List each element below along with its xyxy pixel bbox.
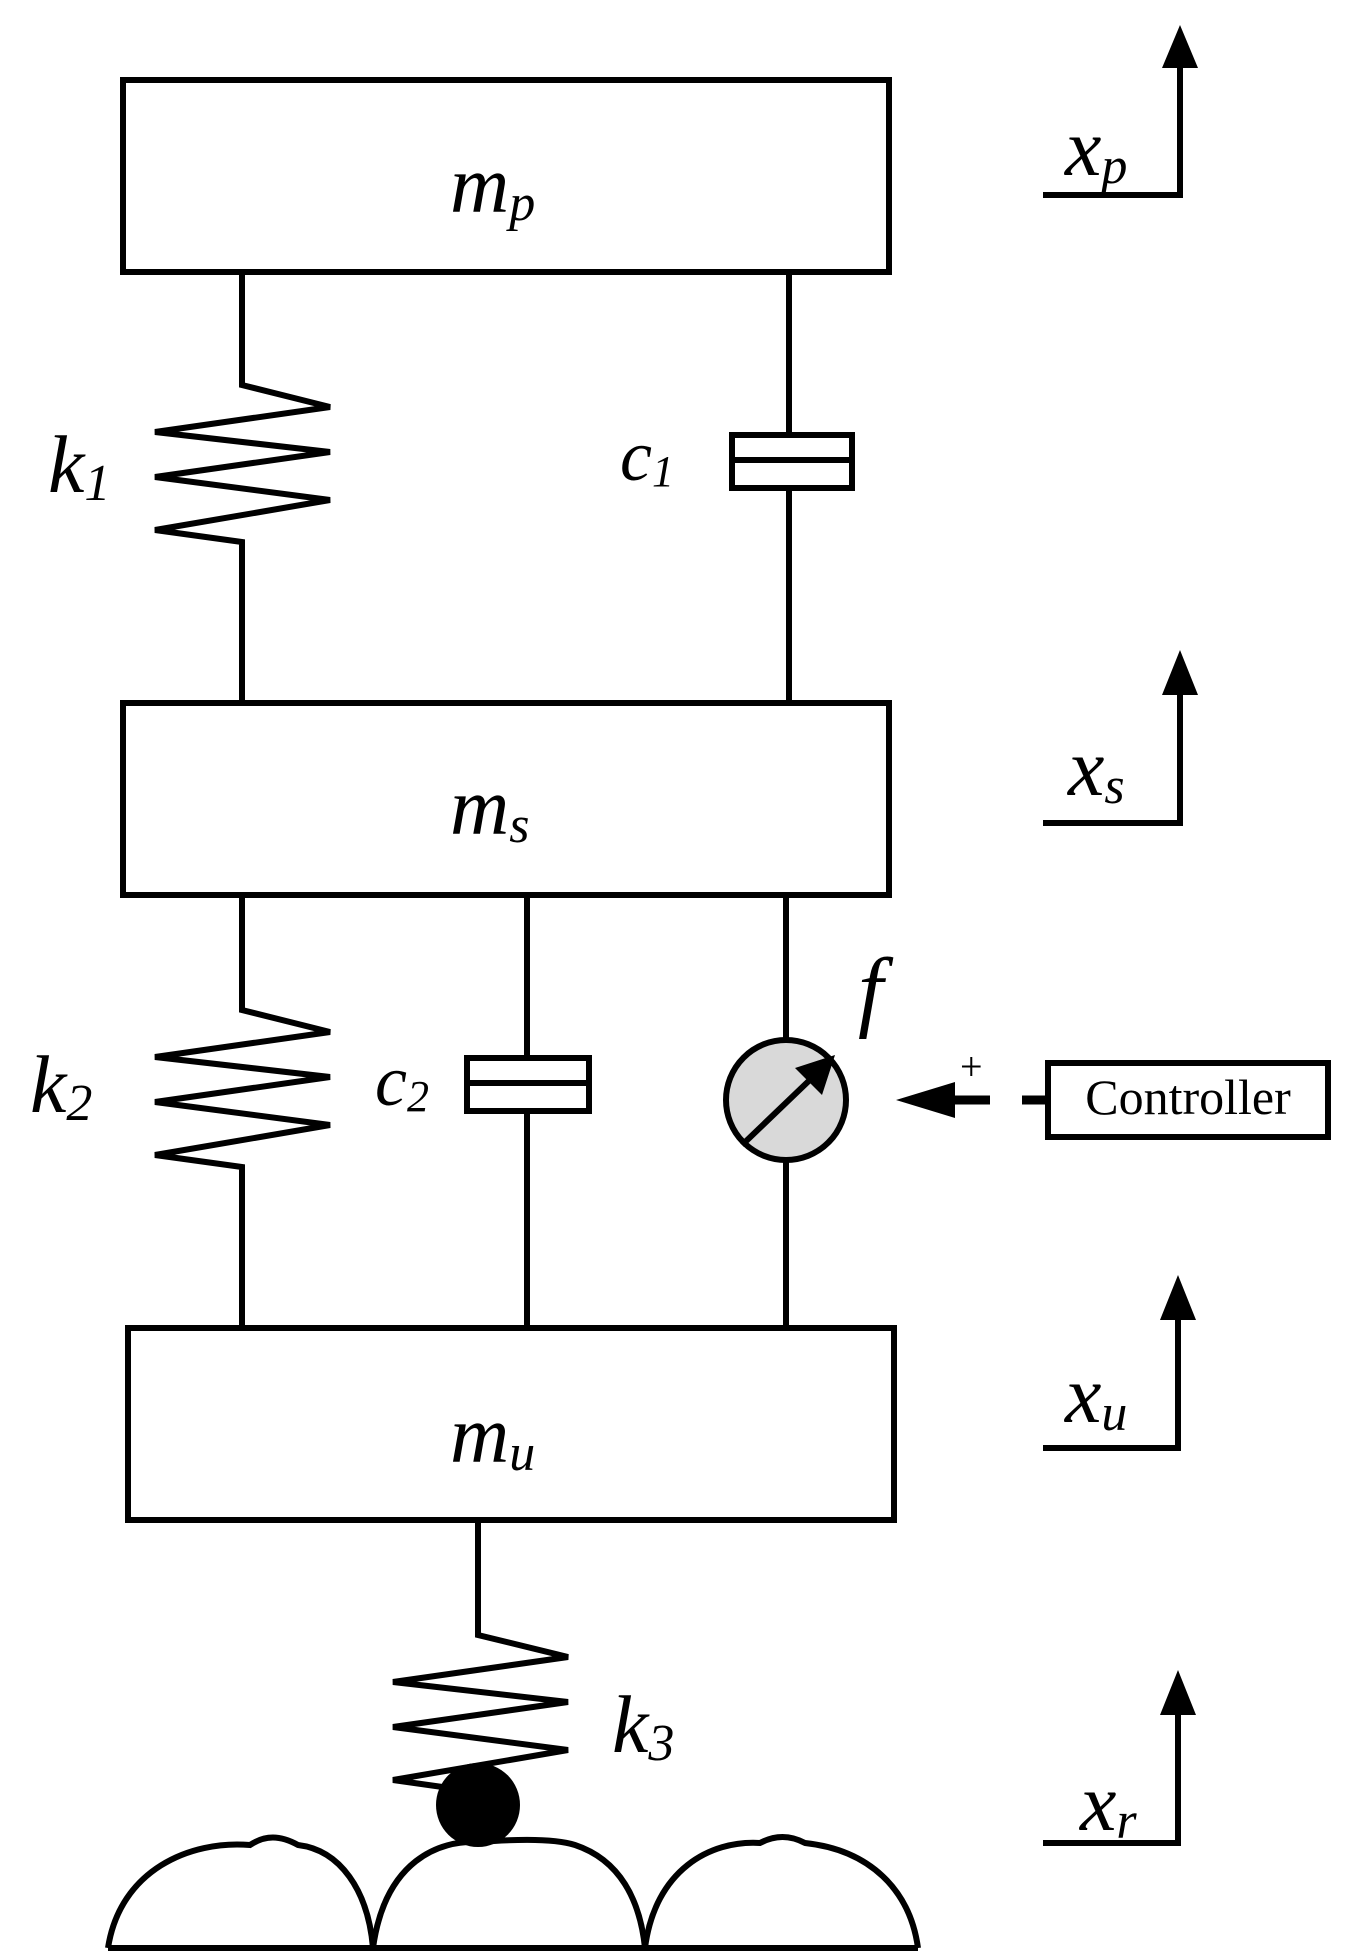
spring-k3-sub: 3 [647,1715,674,1772]
actuator-force-label: f [858,941,894,1040]
mass-bottom-symbol: m [450,1389,509,1480]
damper-c1-symbol: c [620,416,652,496]
signal-arrow-icon [896,1082,955,1118]
svg-text:mu: mu [450,1389,535,1482]
mass-top-symbol: m [450,139,509,230]
xs-symbol: x [1067,722,1104,813]
svg-text:xu: xu [1064,1349,1127,1442]
mass-middle-sub: s [509,797,529,854]
spring-k1: k1 [48,275,331,700]
displacement-xp: xp [1043,25,1198,198]
actuator-f: f [723,898,894,1325]
xu-arrow-icon [1160,1275,1196,1320]
controller-label: Controller [1085,1069,1291,1125]
displacement-xs: xs [1043,650,1198,826]
svg-text:xp: xp [1064,102,1127,195]
damper-c1-sub: 1 [652,447,674,496]
spring-k2: k2 [30,898,331,1325]
xr-sub: r [1116,1793,1137,1850]
xp-sub: p [1097,138,1127,195]
svg-text:xr: xr [1079,1757,1137,1850]
mass-middle-symbol: m [450,761,509,852]
damper-c2: c2 [375,898,592,1325]
damper-c2-symbol: c [375,1041,407,1121]
mass-top-sub: p [505,175,535,232]
spring-k1-symbol: k [48,419,86,510]
xu-symbol: x [1064,1349,1101,1440]
controller-box: Controller [1045,1060,1331,1140]
svg-text:c2: c2 [375,1041,429,1121]
mass-block-middle: ms [120,700,892,898]
controller-signal: + [896,1044,1045,1118]
xs-sub: s [1104,758,1124,815]
actuator-arrow-icon [795,1055,835,1095]
xu-sub: u [1101,1385,1127,1442]
mass-block-top: mp [120,77,892,275]
xr-symbol: x [1079,1757,1116,1848]
tire-contact-ball-icon [436,1763,520,1847]
spring-k3: k3 [392,1523,674,1800]
xr-arrow-icon [1160,1670,1196,1715]
svg-text:mp: mp [450,139,535,232]
road-profile [105,1834,921,1951]
mass-block-bottom: mu [125,1325,897,1523]
xs-arrow-icon [1162,650,1198,695]
svg-text:k1: k1 [48,419,110,512]
displacement-xu: xu [1043,1275,1196,1451]
spring-k2-symbol: k [30,1039,68,1130]
signal-plus-sign: + [960,1044,983,1089]
xp-symbol: x [1064,102,1101,193]
spring-k1-sub: 1 [84,455,110,512]
xp-arrow-icon [1162,25,1198,68]
svg-text:k2: k2 [30,1039,92,1132]
damper-c1: c1 [620,275,855,700]
svg-text:ms: ms [450,761,529,854]
svg-text:k3: k3 [612,1679,674,1772]
svg-text:xs: xs [1067,722,1125,815]
damper-c2-sub: 2 [407,1072,429,1121]
spring-k2-sub: 2 [66,1075,92,1132]
mass-bottom-sub: u [509,1425,535,1482]
displacement-xr: xr [1043,1670,1196,1850]
spring-k3-symbol: k [612,1679,650,1770]
svg-text:c1: c1 [620,416,674,496]
